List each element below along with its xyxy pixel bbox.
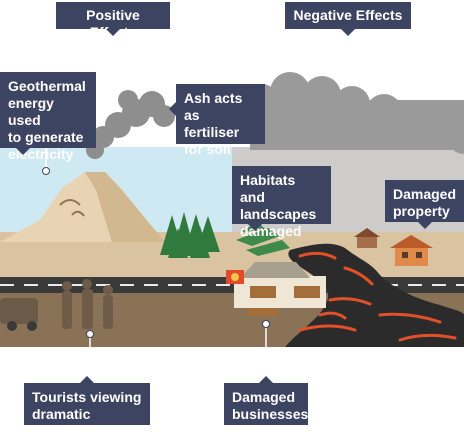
distant-house: [354, 228, 380, 248]
tourists-label: Tourists viewing dramatic scenery: [24, 376, 150, 439]
damaged-property-label: Damaged property: [385, 180, 464, 229]
damaged-business: [226, 262, 326, 316]
tourists: [62, 279, 113, 329]
lava-flow: [285, 243, 464, 347]
car: [0, 298, 38, 331]
forest: [160, 212, 220, 258]
positive-effects-header: Positive Effects: [56, 2, 170, 40]
damaged-businesses-label: Damaged businesses: [224, 376, 308, 425]
geothermal-label: Geothermal energy used to generate elect…: [0, 72, 96, 162]
ash-fertiliser-label: Ash acts as fertiliser for soil: [169, 84, 265, 157]
damaged-house: [390, 235, 433, 266]
ash-cloud-negative: [246, 72, 464, 154]
habitats-label: Habitats and landscapes damaged: [232, 166, 331, 239]
pointers: [42, 148, 270, 380]
negative-effects-header: Negative Effects: [285, 2, 411, 36]
